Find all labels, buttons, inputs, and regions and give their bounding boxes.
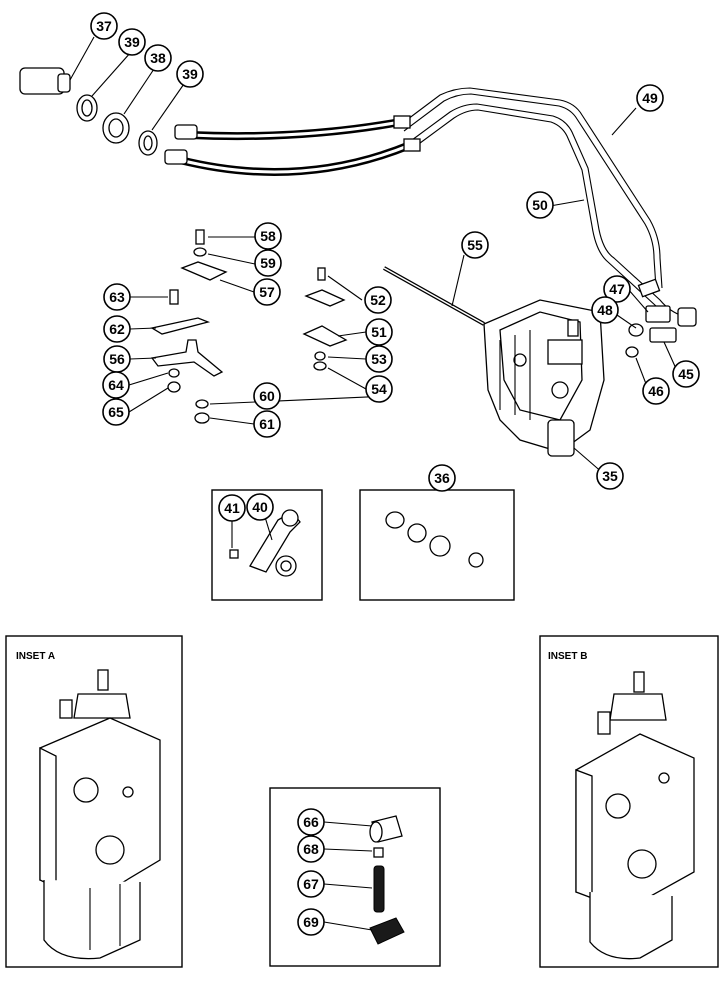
control-valve <box>483 299 605 457</box>
svg-text:55: 55 <box>467 237 483 253</box>
svg-text:40: 40 <box>252 499 268 515</box>
callout-59: 59 <box>254 249 282 277</box>
seal-kit-rings <box>385 511 484 568</box>
svg-text:54: 54 <box>371 381 387 397</box>
tie-rod <box>383 266 485 326</box>
svg-text:39: 39 <box>124 34 140 50</box>
callout-61: 61 <box>253 410 281 438</box>
callout-66: 66 <box>297 808 325 836</box>
svg-text:50: 50 <box>532 197 548 213</box>
fittings <box>625 305 677 358</box>
callout-46: 46 <box>642 377 670 405</box>
callout-57: 57 <box>253 278 281 306</box>
callout-39: 39 <box>176 60 204 88</box>
svg-text:41: 41 <box>224 500 240 516</box>
callout-68: 68 <box>297 835 325 863</box>
spool-parts <box>369 815 405 945</box>
svg-text:62: 62 <box>109 321 125 337</box>
callout-50: 50 <box>526 191 554 219</box>
callout-35: 35 <box>596 462 624 490</box>
svg-text:38: 38 <box>150 50 166 66</box>
callout-65: 65 <box>102 398 130 426</box>
svg-text:68: 68 <box>303 841 319 857</box>
svg-text:64: 64 <box>108 377 124 393</box>
svg-text:69: 69 <box>303 914 319 930</box>
svg-text:67: 67 <box>303 876 319 892</box>
callout-56: 56 <box>103 345 131 373</box>
inset-b-valve <box>575 671 695 960</box>
callout-38: 38 <box>144 44 172 72</box>
inset-a-valve <box>39 669 161 960</box>
callout-58: 58 <box>254 222 282 250</box>
callout-55: 55 <box>461 231 489 259</box>
svg-text:37: 37 <box>96 18 112 34</box>
callout-54: 54 <box>365 375 393 403</box>
svg-text:47: 47 <box>609 281 625 297</box>
svg-text:63: 63 <box>109 289 125 305</box>
svg-text:52: 52 <box>370 292 386 308</box>
svg-text:53: 53 <box>371 351 387 367</box>
callout-52: 52 <box>364 286 392 314</box>
svg-text:57: 57 <box>259 284 275 300</box>
callout-63: 63 <box>103 283 131 311</box>
svg-text:61: 61 <box>259 416 275 432</box>
svg-text:46: 46 <box>648 383 664 399</box>
callout-49: 49 <box>636 84 664 112</box>
callout-36: 36 <box>428 464 456 492</box>
svg-text:66: 66 <box>303 814 319 830</box>
inset-b-title: INSET B <box>548 651 587 662</box>
callout-69: 69 <box>297 908 325 936</box>
hydraulic-hoses <box>164 115 421 176</box>
svg-text:48: 48 <box>597 302 613 318</box>
callouts: 37 39 38 39 49 50 58 59 57 55 63 52 62 5… <box>90 12 700 936</box>
svg-text:59: 59 <box>260 255 276 271</box>
svg-text:65: 65 <box>108 404 124 420</box>
callout-47: 47 <box>603 275 631 303</box>
svg-text:49: 49 <box>642 90 658 106</box>
inset-a-title: INSET A <box>16 651 55 662</box>
callout-37: 37 <box>90 12 118 40</box>
brackets-hardware <box>150 229 348 424</box>
callout-62: 62 <box>103 315 131 343</box>
svg-text:60: 60 <box>259 388 275 404</box>
svg-text:45: 45 <box>678 366 694 382</box>
svg-text:58: 58 <box>260 228 276 244</box>
svg-text:51: 51 <box>371 324 387 340</box>
callout-45: 45 <box>672 360 700 388</box>
callout-39: 39 <box>118 28 146 56</box>
callout-60: 60 <box>253 382 281 410</box>
callout-51: 51 <box>365 318 393 346</box>
callout-64: 64 <box>102 371 130 399</box>
svg-text:39: 39 <box>182 66 198 82</box>
leader-lines <box>69 36 679 931</box>
svg-text:56: 56 <box>109 351 125 367</box>
callout-48: 48 <box>591 296 619 324</box>
svg-text:36: 36 <box>434 470 450 486</box>
callout-41: 41 <box>218 494 246 522</box>
coupler-assembly <box>19 67 158 156</box>
callout-67: 67 <box>297 870 325 898</box>
svg-text:35: 35 <box>602 468 618 484</box>
lever-parts <box>229 509 301 577</box>
callout-53: 53 <box>365 345 393 373</box>
spool-parts-box <box>269 787 441 967</box>
callout-40: 40 <box>246 493 274 521</box>
hydraulic-tubes <box>399 87 697 327</box>
